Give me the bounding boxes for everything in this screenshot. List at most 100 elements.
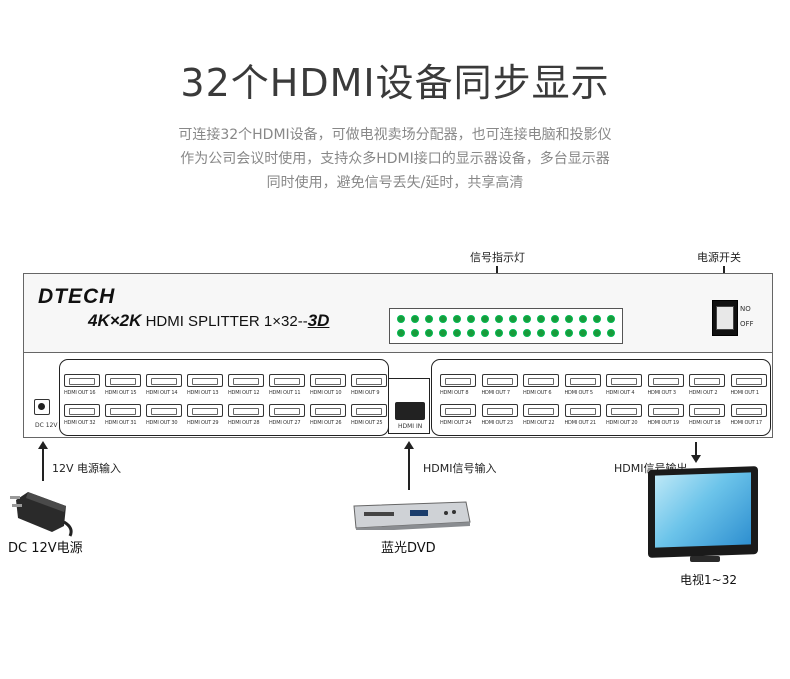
tv-caption: 电视1~32 <box>680 573 737 587</box>
hdmi-output-port-icon <box>105 404 141 417</box>
hdmi-output-port-label: HDMI OUT 16 <box>64 390 96 396</box>
signal-led-icon <box>467 329 475 337</box>
signal-led-icon <box>453 329 461 337</box>
adapter-caption: DC 12V电源 <box>8 541 83 556</box>
port-group-right <box>431 359 771 436</box>
hdmi-output-port-icon <box>689 374 725 387</box>
hdmi-output-port-label: HDMI OUT 24 <box>440 420 472 426</box>
hdmi-output-port-label: HDMI OUT 7 <box>481 390 511 396</box>
description-line-2: 作为公司会议时使用，支持众多HDMI接口的显示器设备，多台显示器 <box>180 151 610 167</box>
signal-led-icon <box>593 315 601 323</box>
hdmi-output-port-label: HDMI OUT 22 <box>523 420 555 426</box>
hdmi-output-port-label: HDMI OUT 27 <box>269 420 301 426</box>
signal-led-icon <box>509 315 517 323</box>
power-input-arrow-icon <box>38 441 48 449</box>
signal-led-icon <box>565 329 573 337</box>
signal-led-icon <box>607 315 615 323</box>
hdmi-output-port-icon <box>440 374 476 387</box>
hdmi-output-port-label: HDMI OUT 12 <box>228 390 260 396</box>
hdmi-output-port-icon <box>730 404 767 417</box>
dc-power-jack-icon <box>34 399 50 415</box>
signal-led-icon <box>439 315 447 323</box>
hdmi-output-port-label: HDMI OUT 6 <box>523 390 552 396</box>
power-switch-rocker-icon[interactable] <box>716 306 734 330</box>
power-input-callout: 12V 电源输入 <box>52 462 122 475</box>
hdmi-output-port-label: HDMI OUT 26 <box>310 420 342 426</box>
hdmi-input-label: HDMI IN <box>398 423 423 430</box>
hdmi-output-port-label: HDMI OUT 10 <box>310 390 342 396</box>
hdmi-output-port-icon <box>351 374 387 387</box>
hdmi-output-port-icon <box>730 374 767 387</box>
dvd-player-icon <box>353 501 471 530</box>
hdmi-input-callout: HDMI信号输入 <box>423 462 497 475</box>
signal-led-icon <box>607 329 615 337</box>
tv-screen <box>655 472 751 548</box>
hdmi-output-port-icon <box>647 404 684 417</box>
hdmi-output-port-icon <box>523 374 559 387</box>
model-prefix: 4K×2K <box>88 311 142 330</box>
hdmi-output-port-label: HDMI OUT 21 <box>564 420 597 426</box>
hdmi-output-port-label: HDMI OUT 14 <box>146 390 178 396</box>
signal-led-icon <box>551 315 559 323</box>
power-adapter-icon <box>10 492 73 537</box>
hdmi-output-port-icon <box>146 404 182 417</box>
hdmi-output-port-label: HDMI OUT 1 <box>730 390 760 396</box>
hdmi-output-port-label: HDMI OUT 15 <box>105 390 137 396</box>
hdmi-output-port-label: HDMI OUT 2 <box>689 390 718 396</box>
signal-led-callout: 信号指示灯 <box>470 251 525 264</box>
signal-led-icon <box>411 329 419 337</box>
dc-jack-label: DC 12V <box>35 422 58 429</box>
power-input-line <box>42 447 44 481</box>
hdmi-output-port-icon <box>523 404 559 417</box>
power-switch-callout: 电源开关 <box>697 251 741 264</box>
hdmi-output-port-label: HDMI OUT 25 <box>351 420 383 426</box>
hdmi-output-port-label: HDMI OUT 17 <box>730 420 763 426</box>
hdmi-output-port-icon <box>187 404 223 417</box>
hdmi-output-port-label: HDMI OUT 20 <box>606 420 638 426</box>
description-line-1: 可连接32个HDMI设备，可做电视卖场分配器，也可连接电脑和投影仪 <box>178 127 612 143</box>
hdmi-output-port-label: HDMI OUT 18 <box>689 420 721 426</box>
signal-led-icon <box>495 315 503 323</box>
hdmi-output-port-label: HDMI OUT 13 <box>187 390 219 396</box>
model-label: HDMI SPLITTER 1×32-- <box>145 313 308 330</box>
hdmi-output-port-icon <box>269 374 305 387</box>
signal-led-icon <box>523 329 531 337</box>
hdmi-input-arrow-icon <box>404 441 414 449</box>
hdmi-output-port-label: HDMI OUT 19 <box>647 420 680 426</box>
hdmi-output-port-icon <box>228 374 264 387</box>
hdmi-output-port-label: HDMI OUT 28 <box>228 420 260 426</box>
switch-on-label: NO <box>740 305 751 313</box>
signal-led-icon <box>551 329 559 337</box>
signal-led-icon <box>593 329 601 337</box>
hdmi-output-port-icon <box>187 374 223 387</box>
signal-led-icon <box>397 315 405 323</box>
signal-led-icon <box>565 315 573 323</box>
signal-led-icon <box>579 329 587 337</box>
splitter-rear-panel <box>23 353 773 438</box>
signal-led-icon <box>453 315 461 323</box>
signal-led-icon <box>495 329 503 337</box>
model-name: 4K×2K HDMI SPLITTER 1×32--3D <box>88 311 329 331</box>
signal-led-icon <box>467 315 475 323</box>
hdmi-output-port-label: HDMI OUT 30 <box>146 420 178 426</box>
tv-stand <box>690 556 720 562</box>
hdmi-output-port-label: HDMI OUT 23 <box>481 420 514 426</box>
hdmi-output-port-label: HDMI OUT 8 <box>440 390 469 396</box>
hdmi-output-port-icon <box>440 404 476 417</box>
signal-led-icon <box>397 329 405 337</box>
signal-led-icon <box>537 329 545 337</box>
dvd-caption: 蓝光DVD <box>381 541 436 556</box>
signal-led-icon <box>425 315 433 323</box>
hdmi-output-port-icon <box>647 374 684 387</box>
hdmi-output-port-icon <box>689 404 725 417</box>
signal-led-icon <box>481 329 489 337</box>
hdmi-output-port-icon <box>269 404 305 417</box>
hdmi-output-arrow-icon <box>691 455 701 463</box>
signal-led-icon <box>439 329 447 337</box>
hdmi-output-port-icon <box>64 374 100 387</box>
signal-led-panel <box>389 308 623 344</box>
signal-led-icon <box>537 315 545 323</box>
hdmi-output-port-icon <box>481 404 518 417</box>
hdmi-output-port-label: HDMI OUT 32 <box>64 420 96 426</box>
hdmi-output-port-icon <box>64 404 100 417</box>
